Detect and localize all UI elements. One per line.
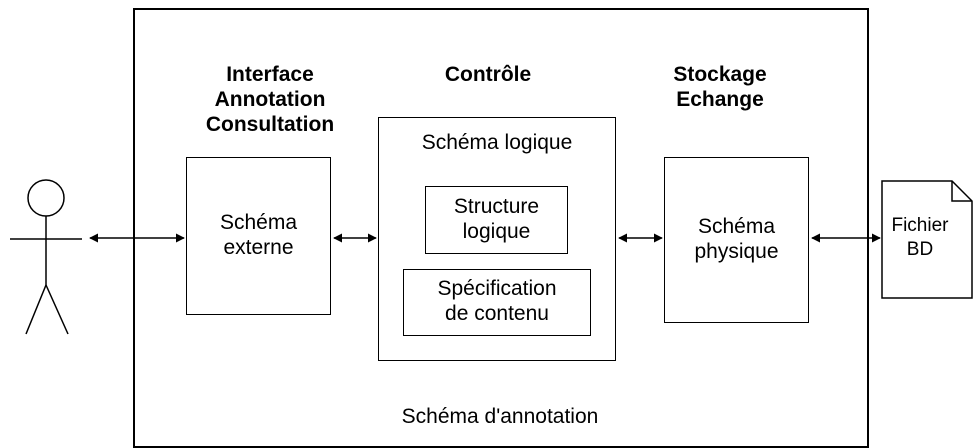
schema-physique-label: Schéma physique <box>664 214 809 264</box>
specification-contenu-label: Spécification de contenu <box>403 276 591 326</box>
specification-contenu-box <box>403 269 591 336</box>
interface-heading: Interface Annotation Consultation <box>180 62 360 137</box>
schema-physique-line1: Schéma <box>697 215 776 238</box>
schema-externe-line1: Schéma <box>219 211 298 234</box>
document-icon <box>881 180 973 299</box>
user-actor-icon <box>10 179 82 335</box>
schema-externe-line2: externe <box>223 236 294 259</box>
interface-heading-line3: Consultation <box>205 113 335 136</box>
structure-logique-line2: logique <box>462 220 531 243</box>
specification-contenu-line1: Spécification <box>437 277 557 300</box>
annotation-schema-label: Schéma d'annotation <box>401 405 599 428</box>
schema-externe-box <box>186 157 331 315</box>
stockage-heading-line2: Echange <box>676 88 764 111</box>
schema-logique-title: Schéma logique <box>421 131 573 154</box>
fichier-bd-line1: Fichier <box>891 215 949 236</box>
schema-physique-line2: physique <box>694 240 779 263</box>
structure-logique-label: Structure logique <box>425 194 568 244</box>
interface-heading-line1: Interface <box>226 63 314 86</box>
stockage-heading: Stockage Echange <box>640 62 800 112</box>
structure-logique-box <box>425 186 568 254</box>
controle-heading: Contrôle <box>444 63 532 86</box>
schema-physique-box <box>664 157 809 323</box>
specification-contenu-line2: de contenu <box>445 302 549 325</box>
interface-heading-line2: Annotation <box>214 88 326 111</box>
stockage-heading-line1: Stockage <box>673 63 767 86</box>
schema-externe-label: Schéma externe <box>186 210 331 260</box>
connectors-layer <box>10 179 973 335</box>
fichier-bd-label: Fichier BD <box>882 214 958 262</box>
structure-logique-line1: Structure <box>453 195 540 218</box>
fichier-bd-line2: BD <box>906 239 934 260</box>
